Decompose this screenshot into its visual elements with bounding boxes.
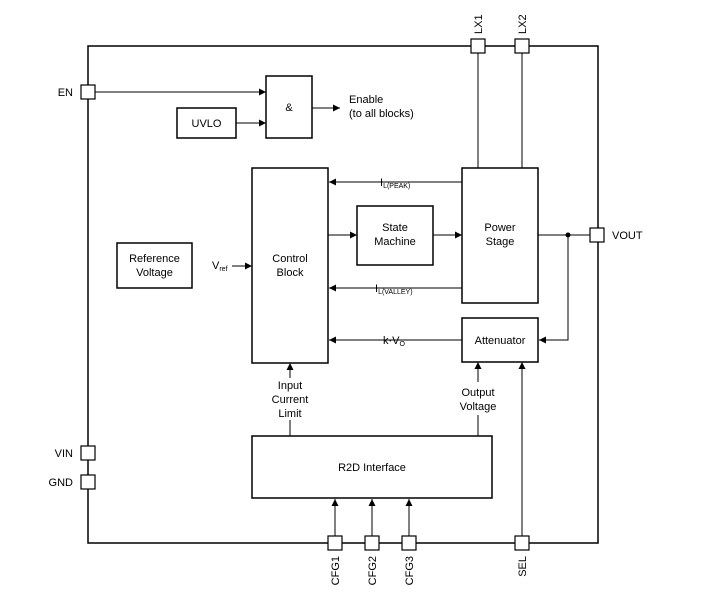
state-machine-block: State Machine (356, 205, 434, 266)
attenuator-block: Attenuator (461, 317, 539, 363)
pin-lx1-label: LX1 (473, 14, 485, 34)
pin-gnd-label: GND (49, 477, 74, 489)
reference-label-line1: Reference (129, 253, 180, 265)
pin-cfg1 (327, 535, 343, 551)
enable-label-line1: Enable (349, 94, 383, 106)
pin-cfg2-label: CFG2 (367, 556, 379, 585)
power-stage-block: Power Stage (461, 167, 539, 304)
reference-voltage-block: Reference Voltage (116, 242, 193, 289)
pin-vin (80, 445, 96, 461)
pin-lx2 (514, 38, 530, 54)
pin-cfg1-label: CFG1 (330, 556, 342, 585)
output-voltage-label-line1: Output (461, 387, 494, 399)
power-label-line1: Power (484, 222, 516, 234)
pin-lx1 (470, 38, 486, 54)
r2d-label: R2D Interface (338, 462, 406, 474)
reference-label-line2: Voltage (136, 267, 173, 279)
state-label-line2: Machine (374, 236, 416, 248)
power-label-line2: Stage (486, 236, 515, 248)
pin-en-label: EN (58, 87, 73, 99)
uvlo-label: UVLO (192, 118, 222, 130)
pin-vout-label: VOUT (612, 230, 643, 242)
pin-lx2-label: LX2 (517, 14, 529, 34)
pin-cfg3-label: CFG3 (404, 556, 416, 585)
pin-sel (514, 535, 530, 551)
control-label-line1: Control (272, 253, 307, 265)
and-gate: & (265, 75, 313, 139)
control-label-line2: Block (277, 267, 304, 279)
attenuator-label: Attenuator (475, 335, 526, 347)
chip-outline (87, 45, 599, 544)
pin-cfg3 (401, 535, 417, 551)
il-valley-label: IL(VALLEY) (375, 283, 413, 296)
vout-feedback-wire (539, 235, 569, 344)
r2d-interface-block: R2D Interface (251, 435, 493, 499)
enable-label-line2: (to all blocks) (349, 108, 414, 120)
pin-en (80, 84, 96, 100)
pin-vin-label: VIN (55, 448, 73, 460)
pin-gnd (80, 474, 96, 490)
uvlo-block: UVLO (176, 107, 237, 139)
pin-sel-label: SEL (517, 556, 529, 577)
pin-vout (589, 227, 605, 243)
input-limit-label-line3: Limit (278, 408, 301, 420)
and-gate-label: & (285, 102, 293, 114)
output-voltage-label-line2: Voltage (460, 401, 497, 413)
input-limit-label-line1: Input (278, 380, 302, 392)
pin-cfg2 (364, 535, 380, 551)
il-peak-label: IL(PEAK) (380, 177, 410, 190)
input-limit-label-line2: Current (272, 394, 309, 406)
vref-label: Vref (212, 260, 228, 273)
control-block: Control Block (251, 167, 329, 364)
kvo-label: k·VO (383, 335, 406, 348)
state-label-line1: State (382, 222, 408, 234)
